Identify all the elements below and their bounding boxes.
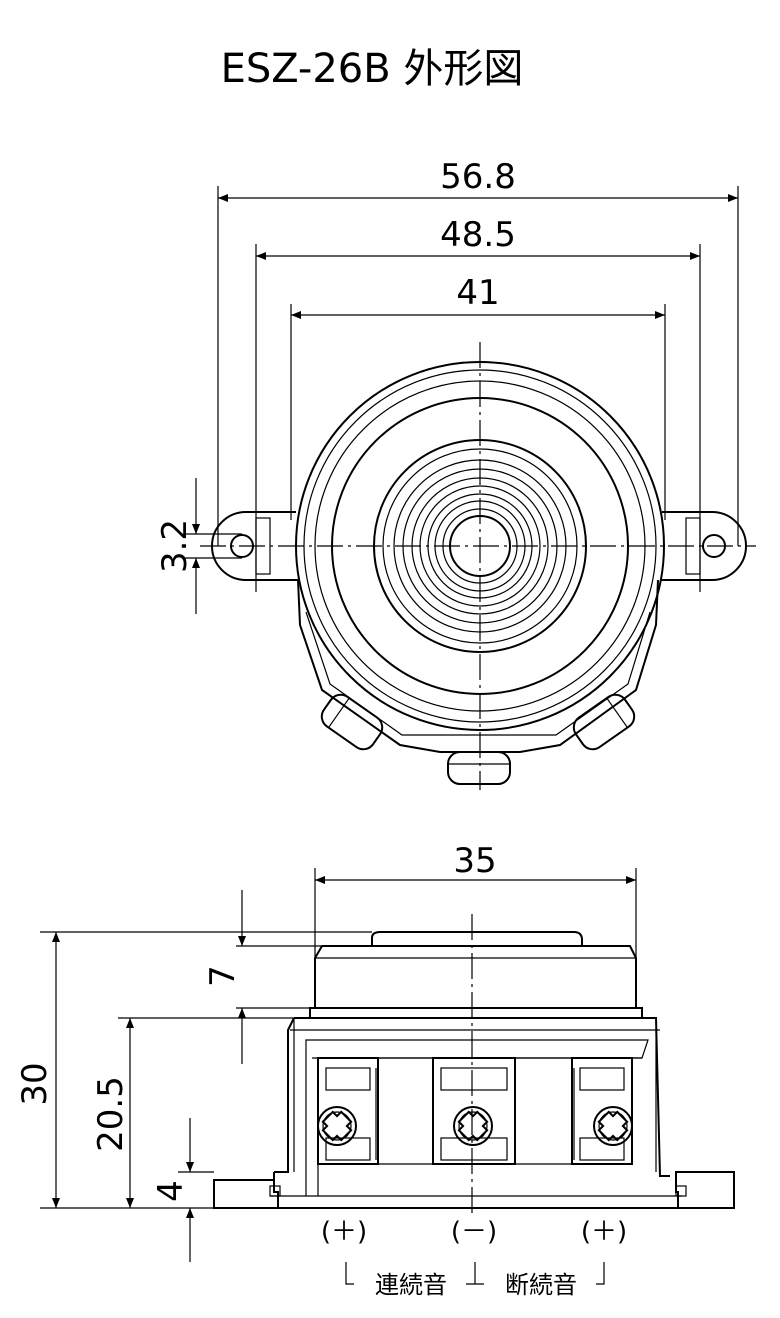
- terminal-screw-3: [593, 1106, 633, 1146]
- terminal-2-sign: (－): [451, 1217, 497, 1247]
- terminal-1: [317, 1057, 379, 1165]
- bracket-right: [596, 1262, 605, 1285]
- terminal-screw-2: [453, 1106, 493, 1146]
- dim-mid-height: 20.5: [91, 1076, 131, 1152]
- dim-hole-diameter: 3.2: [155, 519, 195, 573]
- dim-top-height: 7: [203, 965, 243, 987]
- mode-continuous-label: 連続音: [375, 1271, 447, 1299]
- dim-overall-width: 56.8: [440, 157, 516, 197]
- dim-top-width: 35: [453, 841, 496, 881]
- terminal-screw-1: [317, 1106, 357, 1146]
- bracket-left: [345, 1262, 354, 1285]
- bracket-center: [466, 1262, 484, 1285]
- drawing-title: ESZ-26B 外形図: [221, 46, 524, 92]
- flange-left: [213, 1172, 279, 1209]
- terminal-2: [432, 1057, 516, 1165]
- dim-flange-height: 4: [151, 1180, 191, 1202]
- terminal-3: [571, 1057, 633, 1165]
- cable-bushing-left: [320, 693, 384, 751]
- top-cap: [314, 945, 637, 1008]
- cable-bushing-center: [447, 751, 511, 785]
- mode-intermittent-label: 断続音: [505, 1271, 577, 1299]
- top-view: 56.8 48.5 41 3.2: [155, 157, 756, 790]
- terminal-1-sign: (＋): [321, 1217, 367, 1247]
- cable-bushing-right: [572, 693, 636, 751]
- dim-hole-pitch: 48.5: [440, 215, 516, 255]
- side-view: 35 7 30 20.5 4 (＋) (－) (＋) 連続音 断続音: [15, 841, 735, 1299]
- dim-overall-height: 30: [15, 1062, 55, 1105]
- dim-body-diameter: 41: [456, 273, 499, 313]
- main-body: [294, 1017, 670, 1177]
- flange-right: [675, 1171, 735, 1209]
- terminal-3-sign: (＋): [581, 1217, 627, 1247]
